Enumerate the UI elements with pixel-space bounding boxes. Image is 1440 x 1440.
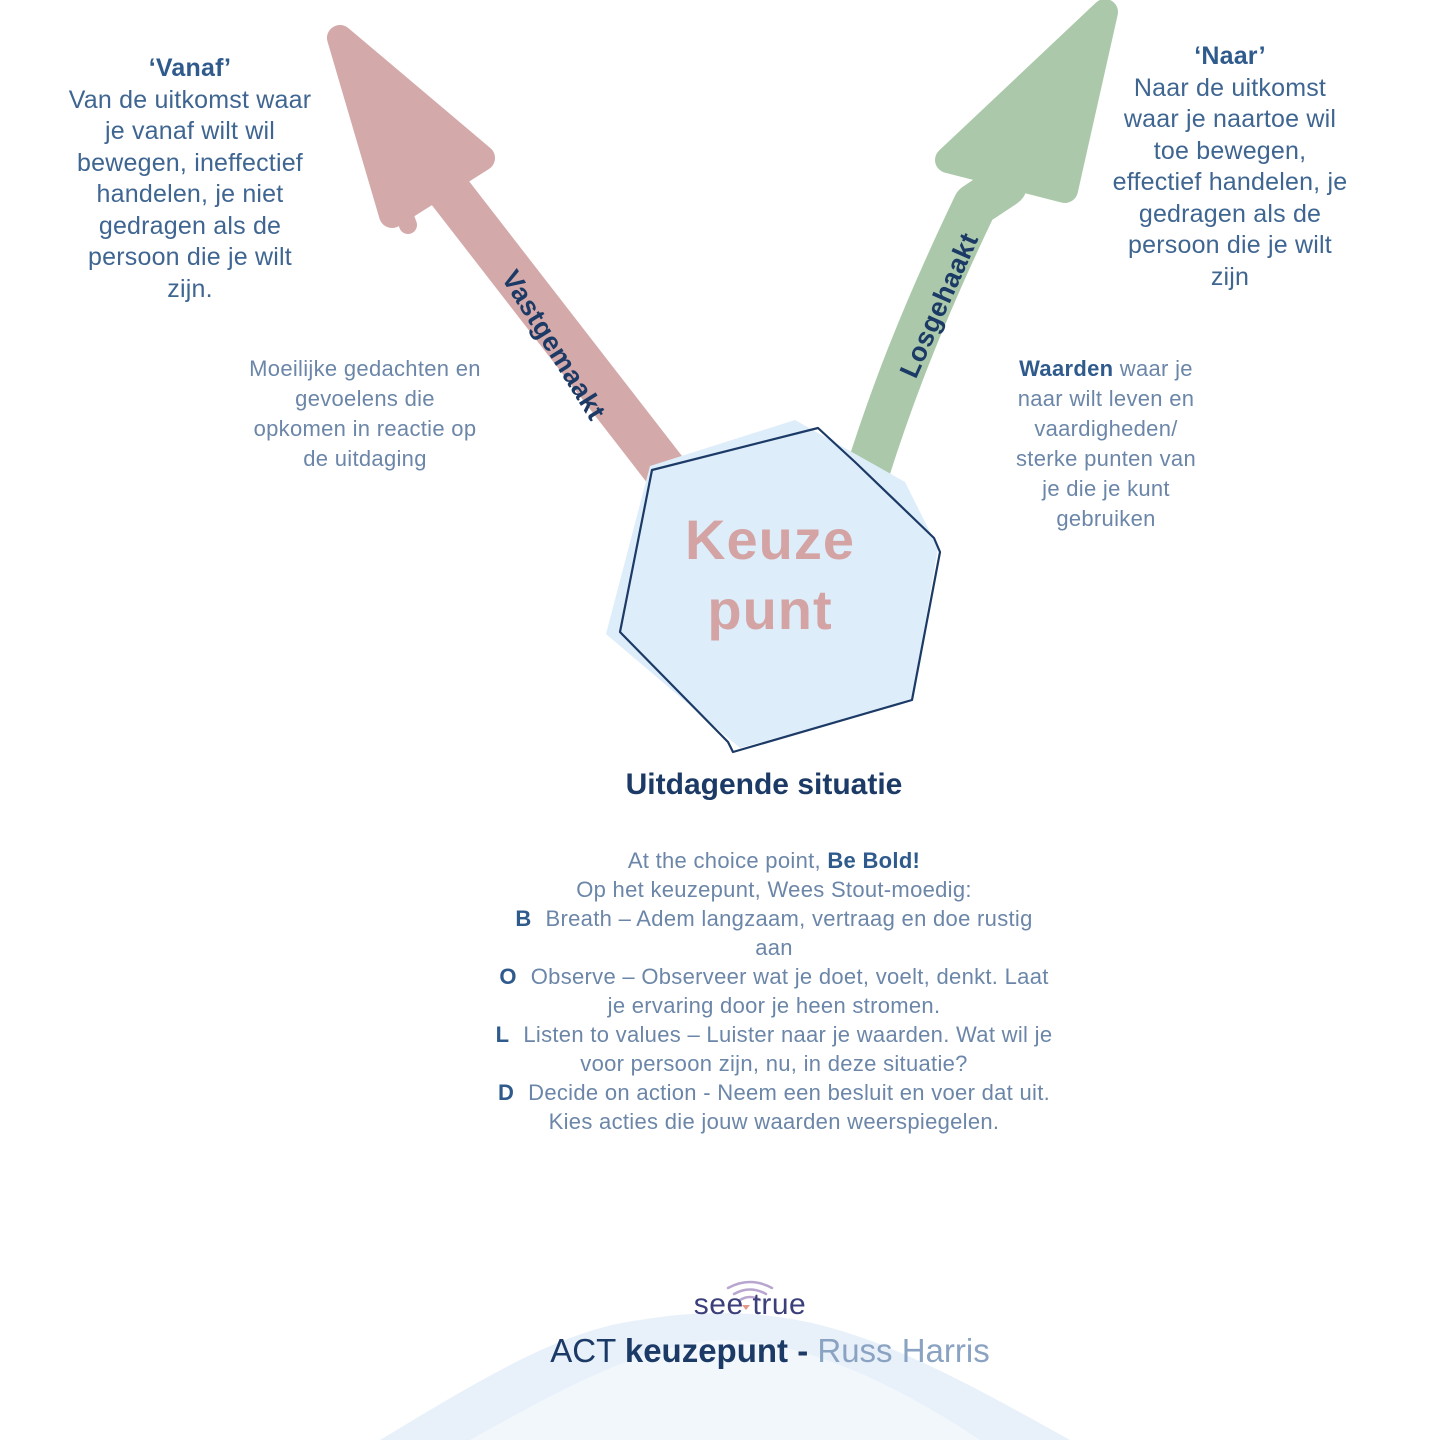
bold-item-continuation: je ervaring door je heen stromen. xyxy=(607,993,941,1018)
vanaf-block: ‘Vanaf’ Van de uitkomst waar je vanaf wi… xyxy=(40,53,340,305)
bold-item-b: B Breath – Adem langzaam, vertraag en doe… xyxy=(424,904,1124,933)
red-arrow xyxy=(327,25,687,492)
mountain-shape-inner xyxy=(470,1340,980,1440)
bold-intro: At the choice point, Be Bold! xyxy=(424,846,1124,875)
be-bold-list: At the choice point, Be Bold! Op het keu… xyxy=(424,846,1124,1136)
right-note-rest: waar je xyxy=(1113,356,1193,381)
situation-caption: Uitdagende situatie xyxy=(625,768,903,801)
bold-subtitle: Op het keuzepunt, Wees Stout-moedig: xyxy=(576,877,972,902)
hexagon-outline xyxy=(618,426,942,754)
left-note: Moeilijke gedachten en gevoelens die opk… xyxy=(205,354,525,474)
bold-item-continuation: aan xyxy=(755,935,793,960)
heart-icon xyxy=(742,1305,750,1310)
keuzepunt-line2: punt xyxy=(707,578,833,641)
bold-letter: L xyxy=(495,1022,510,1047)
hexagon-fill xyxy=(606,420,938,748)
bold-item-o: O Observe – Observeer wat je doet, voelt,… xyxy=(424,962,1124,991)
bold-item-text: Breath – Adem langzaam, vertraag en doe … xyxy=(545,906,1033,931)
vanaf-line: persoon die je wilt xyxy=(88,243,292,271)
naar-block: ‘Naar’ Naar de uitkomst waar je naartoe … xyxy=(1080,41,1380,293)
bold-item-text: Observe – Observeer wat je doet, voelt, … xyxy=(530,964,1049,989)
green-arrow xyxy=(843,0,1118,502)
bold-item-d: D Decide on action - Neem een besluit en … xyxy=(424,1078,1124,1107)
naar-line: Naar de uitkomst xyxy=(1133,73,1327,102)
bold-item-continuation: Kies acties die jouw waarden weerspiegel… xyxy=(548,1109,1000,1134)
bold-item-text: Decide on action - Neem een besluit en v… xyxy=(528,1080,1051,1105)
vanaf-heading: ‘Vanaf’ xyxy=(148,54,232,82)
naar-line: toe bewegen, xyxy=(1153,136,1307,165)
naar-line: persoon die je wilt xyxy=(1128,231,1332,259)
vanaf-line: gedragen als de xyxy=(98,211,282,240)
naar-line: effectief handelen, je xyxy=(1112,168,1348,196)
naar-line: gedragen als de xyxy=(1138,199,1322,228)
bold-letter: B xyxy=(515,906,532,931)
left-note-line: de uitdaging xyxy=(303,446,427,471)
right-note-line: gebruiken xyxy=(1056,506,1156,531)
bold-item-continuation: voor persoon zijn, nu, in deze situatie? xyxy=(580,1051,968,1076)
left-note-line: opkomen in reactie op xyxy=(253,416,477,441)
keuzepunt-label: Keuze punt xyxy=(620,505,920,645)
footer-keuzepunt: keuzepunt - xyxy=(624,1332,818,1369)
bold-item-l: L Listen to values – Luister naar je waar… xyxy=(424,1020,1124,1049)
footer-title: ACT keuzepunt - Russ Harris xyxy=(370,1332,1170,1370)
vanaf-line: zijn. xyxy=(167,274,213,303)
bold-intro-bold: Be Bold! xyxy=(827,848,921,873)
right-note-line: je die je kunt xyxy=(1042,476,1170,501)
bold-item-text: Listen to values – Luister naar je waard… xyxy=(523,1022,1053,1047)
signal-icon xyxy=(726,1280,774,1302)
left-note-line: gevoelens die xyxy=(295,386,435,411)
bold-intro-plain: At the choice point, xyxy=(627,848,828,873)
right-note-line: vaardigheden/ xyxy=(1034,416,1178,441)
naar-line: zijn xyxy=(1210,262,1250,291)
right-note-first-line: Waarden waar je xyxy=(960,354,1252,384)
right-note-line: sterke punten van xyxy=(1016,446,1196,471)
right-note-line: naar wilt leven en xyxy=(1017,386,1195,411)
bold-letter: D xyxy=(497,1080,515,1105)
naar-line: waar je naartoe wil xyxy=(1123,105,1337,133)
vanaf-line: handelen, je niet xyxy=(96,180,284,208)
left-note-line: Moeilijke gedachten en xyxy=(249,356,481,381)
footer-act: ACT xyxy=(550,1332,625,1369)
right-note: Waarden waar je naar wilt leven en vaard… xyxy=(960,354,1252,534)
vanaf-line: Van de uitkomst waar xyxy=(68,85,312,114)
bold-letter: O xyxy=(499,964,517,989)
vanaf-line: je vanaf wilt wil xyxy=(104,117,276,145)
seetrue-logo: see true xyxy=(693,1288,807,1321)
naar-heading: ‘Naar’ xyxy=(1194,42,1266,70)
vanaf-line: bewegen, ineffectief xyxy=(77,148,303,177)
keuzepunt-line1: Keuze xyxy=(685,508,855,571)
right-note-bold: Waarden xyxy=(1019,356,1114,381)
footer-author: Russ Harris xyxy=(817,1332,990,1369)
